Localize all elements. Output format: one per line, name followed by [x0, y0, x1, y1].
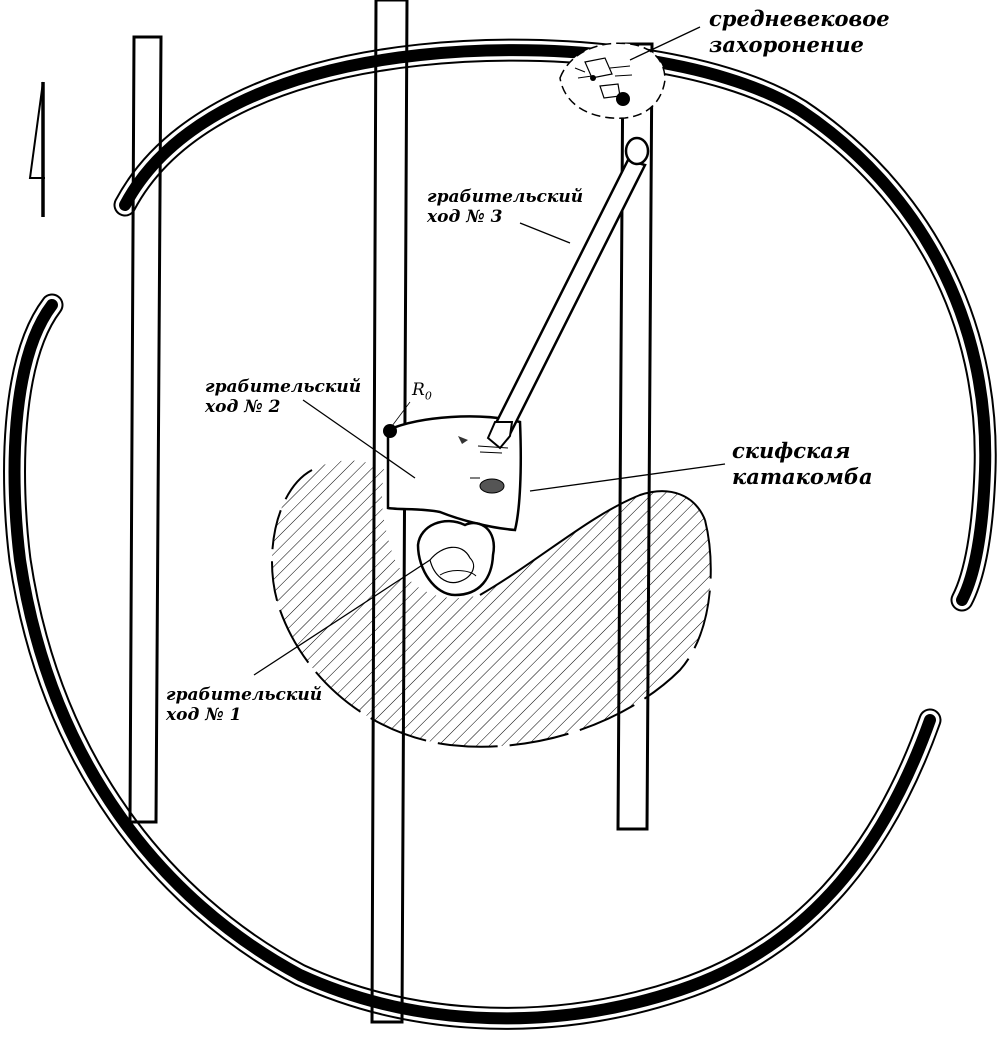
- label-tunnel-3: грабительский ход № 3: [427, 187, 583, 227]
- label-scythian-catacomb: скифская катакомба: [732, 438, 873, 490]
- trench-strip-right: [616, 42, 654, 831]
- benchmark-r0-point: [383, 424, 397, 438]
- label-medieval-burial-line2: захоронение: [709, 32, 864, 57]
- label-medieval-burial: средневековое захоронение: [709, 6, 890, 58]
- leader-tunnel-2: [302, 399, 416, 479]
- label-tunnel-3-line1: грабительский: [427, 187, 584, 207]
- trench-strip-center: [370, 0, 409, 1024]
- label-tunnel-2: грабительский ход № 2: [205, 377, 361, 417]
- label-benchmark-r0-main: R: [412, 380, 425, 400]
- leader-tunnel-1: [253, 559, 431, 676]
- north-arrow-icon: [28, 81, 45, 217]
- label-benchmark-r0: R0: [412, 380, 432, 402]
- label-medieval-burial-line1: средневековое: [709, 6, 890, 31]
- label-tunnel-1-line1: грабительский: [166, 685, 323, 705]
- label-tunnel-1-line2: ход № 1: [166, 705, 242, 725]
- trench-strip-left: [128, 35, 163, 824]
- robber-tunnel-2: [386, 415, 523, 532]
- medieval-burial: [559, 42, 666, 119]
- leader-tunnel-3: [519, 222, 571, 244]
- leader-catacomb: [529, 463, 726, 492]
- label-scythian-catacomb-line2: катакомба: [732, 464, 873, 489]
- benchmark-r0-leader: [391, 401, 411, 427]
- label-tunnel-3-line2: ход № 3: [427, 207, 503, 227]
- label-tunnel-1: грабительский ход № 1: [166, 685, 322, 725]
- robber-tunnel-3: [486, 136, 650, 450]
- robber-tunnel-1: [416, 519, 496, 597]
- ditch-upper-arc: [113, 38, 997, 612]
- label-tunnel-2-line2: ход № 2: [205, 397, 281, 417]
- label-tunnel-2-line1: грабительский: [205, 377, 362, 397]
- ditch-left-lower-arc: [3, 293, 942, 1030]
- label-benchmark-r0-sub: 0: [424, 389, 432, 403]
- scythian-catacomb: [270, 460, 712, 748]
- label-scythian-catacomb-line1: скифская: [732, 438, 851, 463]
- leader-burial: [629, 26, 701, 61]
